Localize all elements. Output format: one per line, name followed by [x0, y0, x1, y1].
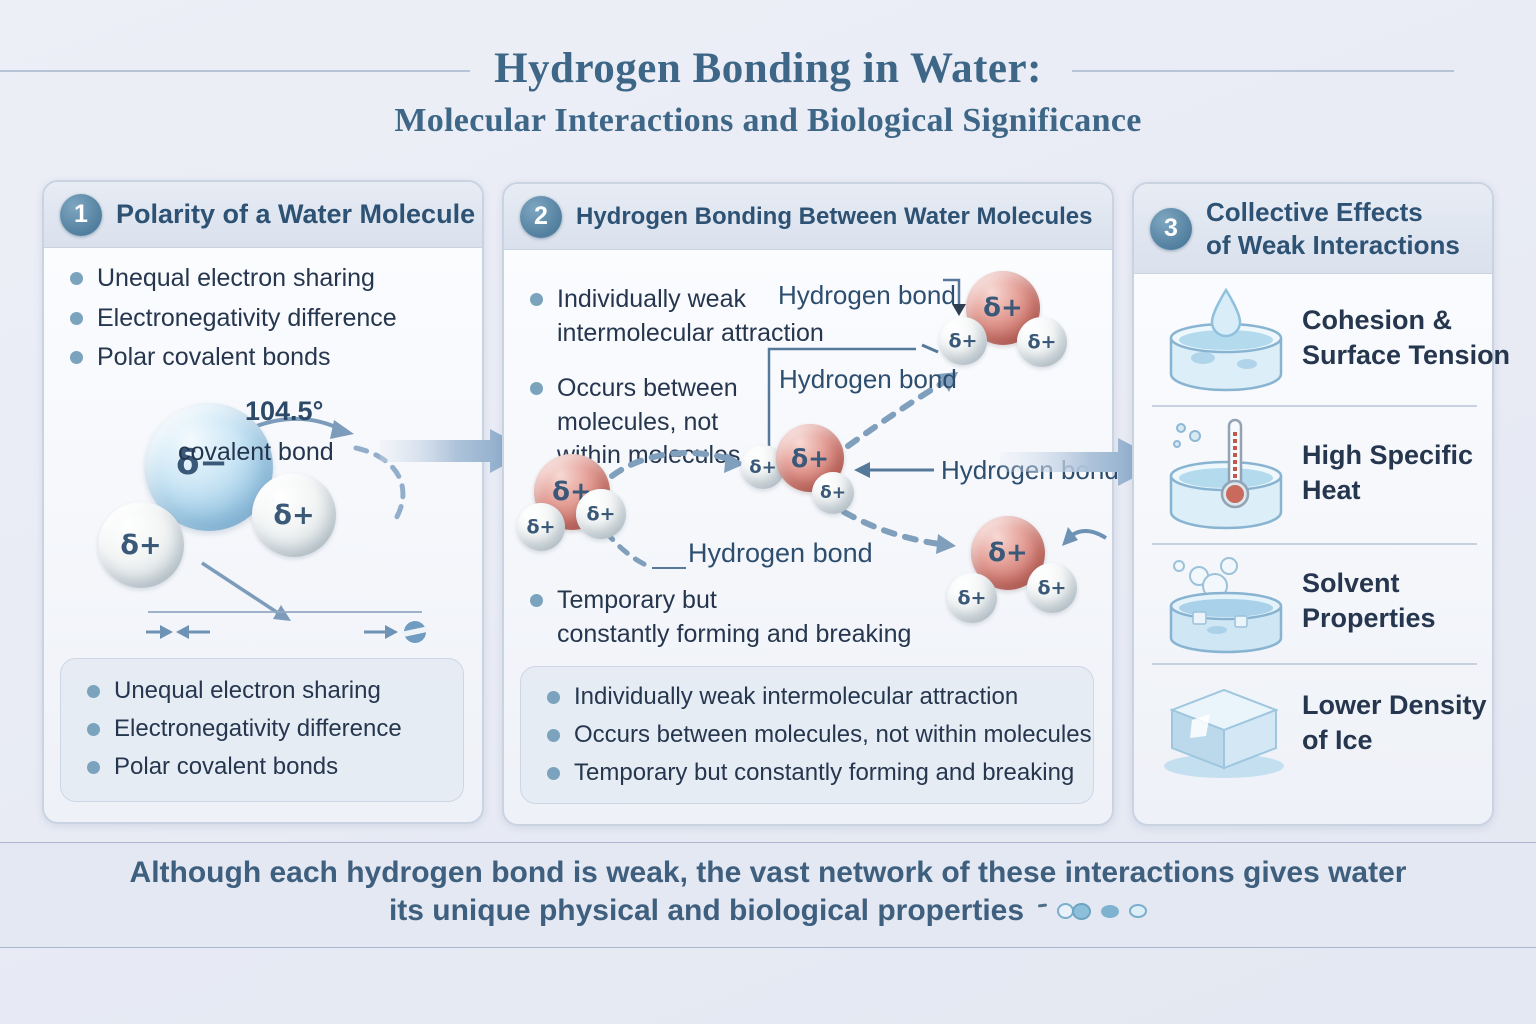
oxygen-sphere: δ−: [145, 403, 273, 531]
hydrogen-sphere: δ+: [1027, 563, 1077, 613]
bullet-dot-icon: [87, 761, 100, 774]
bullet-item: Temporary but constantly forming and bre…: [547, 757, 1074, 789]
divider: [1152, 663, 1477, 665]
bullet-dot-icon: [87, 723, 100, 736]
bullet-item: Temporary but constantly forming and bre…: [530, 584, 911, 651]
page-subtitle: Molecular Interactions and Biological Si…: [394, 102, 1142, 139]
hydrogen-bond-label: Hydrogen bond: [779, 364, 957, 394]
panel-number-badge: 1: [60, 193, 102, 236]
bullet-dot-icon: [87, 685, 100, 698]
bullet-dot-icon: [70, 351, 83, 364]
panel-number-badge: 2: [520, 195, 562, 238]
bullet-dot-icon: [547, 691, 560, 704]
bullet-item: Electronegativity difference: [70, 302, 397, 336]
hydrogen-sphere: δ+: [947, 573, 997, 623]
hydrogen-sphere: δ+: [1017, 317, 1067, 367]
bubble-icon: [1129, 904, 1148, 918]
hydrogen-sphere: δ+: [576, 489, 626, 539]
footer-band: [0, 842, 1536, 948]
title-rule-left: [0, 70, 470, 72]
bullet-item: Unequal electron sharing: [87, 675, 381, 707]
bullet-item: Occurs between molecules, not within mol…: [547, 719, 1092, 751]
summary-box: Unequal electron sharing Electronegativi…: [60, 658, 464, 802]
delta-plus-label: δ+: [1027, 331, 1057, 353]
delta-plus-label: δ+: [273, 499, 315, 531]
bullet-dot-icon: [530, 293, 543, 306]
delta-plus-label: δ+: [790, 443, 830, 473]
bullet-item: Electronegativity difference: [87, 713, 402, 745]
bullet-item: Polar covalent bonds: [87, 751, 338, 783]
divider: [1152, 405, 1477, 407]
bullet-item: Polar covalent bonds: [70, 341, 330, 375]
bond-angle-label: 104.5°: [245, 396, 324, 426]
delta-minus-label: δ−: [176, 443, 228, 483]
bullet-item: Individually weak intermolecular attract…: [547, 681, 1018, 713]
delta-plus-label: δ+: [749, 456, 777, 478]
title-rule-right: [1072, 70, 1454, 72]
bullet-item: Individually weak intermolecular attract…: [530, 283, 824, 350]
bubble-icon: [1072, 902, 1092, 920]
divider: [1152, 543, 1477, 545]
bullet-dot-icon: [547, 729, 560, 742]
hydrogen-sphere: δ+: [812, 472, 854, 514]
delta-plus-label: δ+: [983, 293, 1023, 323]
delta-plus-label: δ+: [948, 330, 978, 352]
bullet-dot-icon: [547, 767, 560, 780]
bullet-dot-icon: [530, 382, 543, 395]
panel-hydrogen-bonding-header: 2 Hydrogen Bonding Between Water Molecul…: [504, 184, 1112, 250]
bullet-dot-icon: [70, 272, 83, 285]
delta-plus-label: δ+: [526, 516, 556, 538]
bubble-icon: [1101, 904, 1120, 918]
delta-plus-label: δ+: [120, 529, 162, 561]
covalent-bond-label: covalent bond: [178, 438, 334, 466]
bullet-dot-icon: [530, 594, 543, 607]
delta-plus-label: δ+: [988, 538, 1028, 568]
panel-heading: Hydrogen Bonding Between Water Molecules: [576, 202, 1093, 230]
footer-text-line1: Although each hydrogen bond is weak, the…: [129, 856, 1407, 889]
panel-collective-effects-header: 3 Collective Effects of Weak Interaction…: [1134, 184, 1492, 274]
hydrogen-sphere: δ+: [252, 473, 336, 557]
bullet-item: Unequal electron sharing: [70, 262, 375, 296]
panel-heading: Polarity of a Water Molecule: [116, 199, 476, 229]
delta-plus-label: δ+: [586, 503, 616, 525]
footer-text-line2: its unique physical and biological prope…: [0, 894, 1536, 928]
water-dots-decoration: [1037, 902, 1148, 920]
dash-icon: [1037, 902, 1048, 908]
panel-polarity-header: 1 Polarity of a Water Molecule: [44, 182, 482, 248]
effect-label: Cohesion &Surface Tension: [1302, 305, 1511, 371]
hydrogen-sphere: δ+: [517, 503, 565, 551]
hydrogen-bond-label: Hydrogen bond: [941, 455, 1119, 485]
bullet-dot-icon: [70, 312, 83, 325]
delta-plus-label: δ+: [1037, 577, 1067, 599]
delta-plus-label: δ+: [820, 483, 846, 503]
hydrogen-sphere: δ+: [939, 317, 987, 365]
hydrogen-sphere: δ+: [98, 502, 184, 588]
delta-plus-label: δ+: [957, 587, 987, 609]
summary-box: Individually weak intermolecular attract…: [520, 666, 1094, 804]
panel-number-badge: 3: [1150, 207, 1192, 250]
hydrogen-bond-label: Hydrogen bond: [778, 280, 956, 310]
hydrogen-bond-label: Hydrogen bond: [688, 538, 873, 568]
page-title: Hydrogen Bonding in Water:: [494, 45, 1042, 92]
